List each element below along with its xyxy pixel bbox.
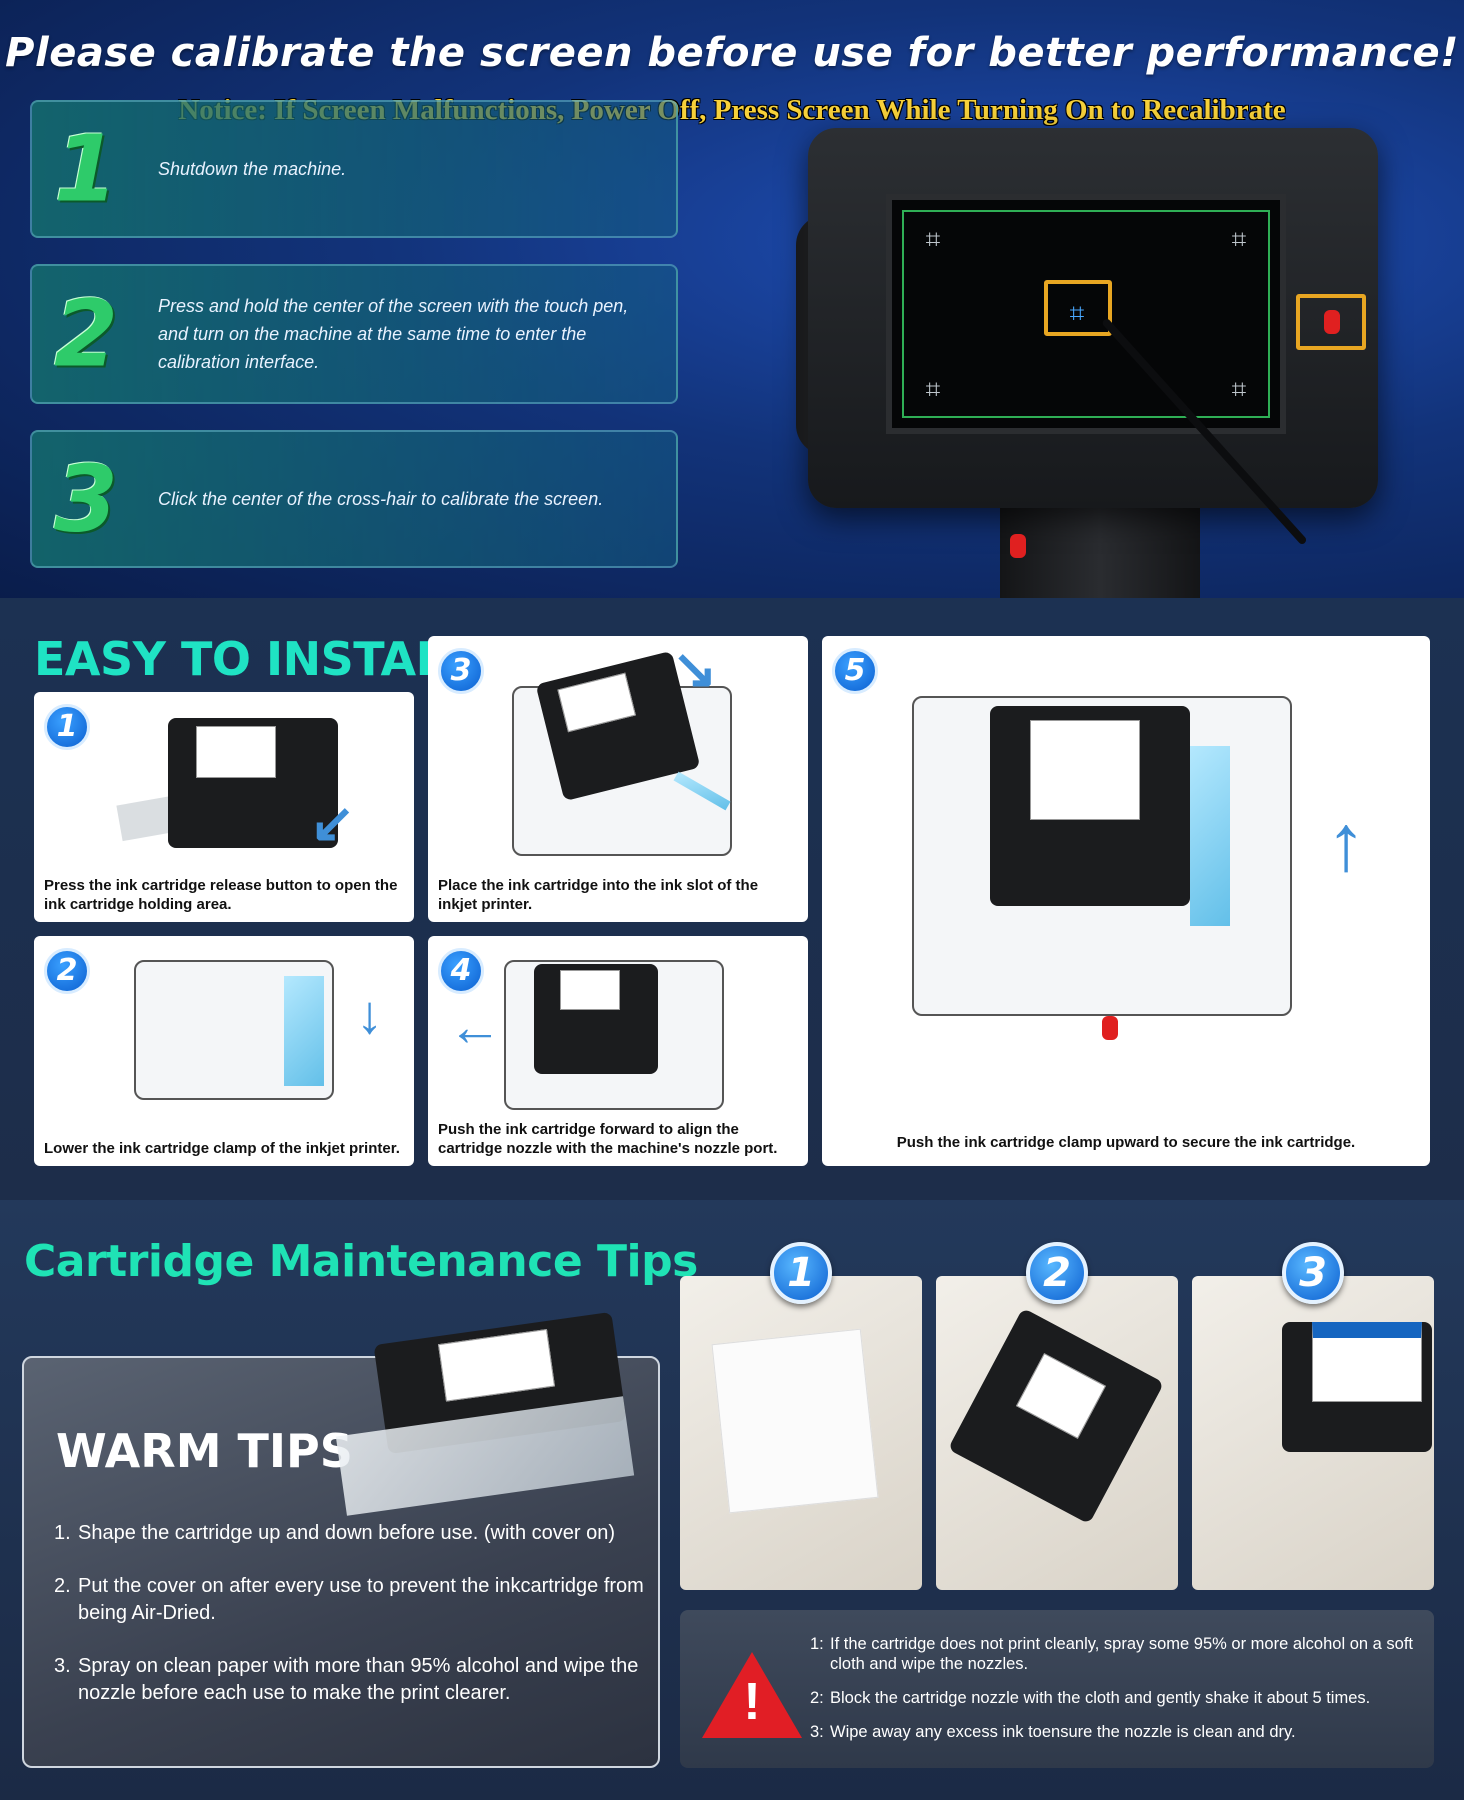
ink-cartridge: [534, 964, 658, 1074]
trigger-button[interactable]: [1010, 534, 1026, 558]
step-badge: 1: [44, 704, 90, 750]
install-step-3: 3 ↘ Place the ink cartridge into the ink…: [428, 636, 808, 922]
install-step-1: 1 ↙ Press the ink cartridge release butt…: [34, 692, 414, 922]
crosshair-icon: ⌗: [1231, 374, 1247, 404]
warm-tip-item: 3. Spray on clean paper with more than 9…: [54, 1653, 644, 1707]
warm-tip-text: Put the cover on after every use to prev…: [78, 1575, 644, 1624]
photo-badge: 1: [770, 1242, 832, 1304]
maintenance-section: Cartridge Maintenance Tips WARM TIPS 1. …: [0, 1200, 1464, 1800]
install-step-2: 2 ↓ Lower the ink cartridge clamp of the…: [34, 936, 414, 1166]
maintenance-photo-3: [1192, 1276, 1434, 1590]
step-caption: Lower the ink cartridge clamp of the ink…: [44, 1140, 400, 1157]
release-button: [1102, 1016, 1118, 1040]
calibration-step-3: 3 Click the center of the cross-hair to …: [30, 430, 678, 568]
warm-tips-list: 1. Shape the cartridge up and down befor…: [54, 1520, 644, 1733]
install-step-4: 4 ← Push the ink cartridge forward to al…: [428, 936, 808, 1166]
ink-cartridge: [1282, 1322, 1432, 1452]
arrow-icon: ↙: [310, 793, 356, 853]
cleaning-tips-box: ! 1: If the cartridge does not print cle…: [680, 1610, 1434, 1768]
warm-tip-item: 1. Shape the cartridge up and down befor…: [54, 1520, 644, 1547]
tip-number: 2:: [810, 1689, 824, 1707]
cartridge-label: [196, 726, 276, 778]
warm-tip-number: 3.: [54, 1655, 71, 1677]
step-caption: Press the ink cartridge release button t…: [44, 877, 398, 913]
step-number: 2: [54, 280, 119, 388]
center-highlight: [1044, 280, 1112, 336]
arrow-icon: ↑: [1326, 798, 1366, 887]
warm-tip-number: 1.: [54, 1522, 71, 1544]
calibration-section: Please calibrate the screen before use f…: [0, 0, 1464, 598]
photo-badge: 3: [1282, 1242, 1344, 1304]
cartridge-clamp: [284, 976, 324, 1086]
step-badge: 2: [44, 948, 90, 994]
printer-device: ⌗ ⌗ ⌗ ⌗ ⌗: [808, 128, 1378, 508]
cartridge-clamp: [1190, 746, 1230, 926]
cartridge-label: [1030, 720, 1140, 820]
tip-text: If the cartridge does not print cleanly,…: [830, 1635, 1413, 1673]
tip-text: Wipe away any excess ink toensure the no…: [830, 1723, 1296, 1741]
maintenance-photo-2: [936, 1276, 1178, 1590]
install-title: EASY TO INSTALL: [34, 632, 474, 686]
cartridge-label: [557, 672, 636, 733]
tip-number: 1:: [810, 1635, 824, 1653]
warm-tip-number: 2.: [54, 1575, 71, 1597]
ink-cartridge: [168, 718, 338, 848]
cleaning-tip-item: 3: Wipe away any excess ink toensure the…: [810, 1722, 1420, 1742]
center-crosshair-icon[interactable]: ⌗: [1069, 298, 1085, 328]
maintenance-photo-1: [680, 1276, 922, 1590]
warm-tip-text: Shape the cartridge up and down before u…: [78, 1522, 615, 1544]
cleaning-tip-item: 1: If the cartridge does not print clean…: [810, 1634, 1420, 1674]
tip-text: Block the cartridge nozzle with the clot…: [830, 1689, 1371, 1707]
install-step-5: 5 ↑ Push the ink cartridge clamp upward …: [822, 636, 1430, 1166]
maintenance-title: Cartridge Maintenance Tips: [24, 1236, 698, 1287]
cleaning-tips-list: 1: If the cartridge does not print clean…: [810, 1634, 1420, 1756]
step-badge: 5: [832, 648, 878, 694]
arrow-icon: ↓: [356, 985, 383, 1045]
warning-icon: [702, 1652, 802, 1738]
step-text: Shutdown the machine.: [158, 159, 347, 179]
step-caption: Push the ink cartridge clamp upward to s…: [896, 1134, 1356, 1151]
arrow-icon: ↘: [672, 639, 718, 699]
step-text: Click the center of the cross-hair to ca…: [158, 489, 604, 509]
printer-screen: ⌗ ⌗ ⌗ ⌗ ⌗: [886, 194, 1286, 434]
printer-grip: [1000, 500, 1200, 598]
warm-tips-title: WARM TIPS: [56, 1424, 353, 1478]
cloth-image: [711, 1328, 879, 1514]
step-caption: Push the ink cartridge forward to align …: [438, 1121, 778, 1157]
warm-tip-text: Spray on clean paper with more than 95% …: [78, 1655, 639, 1704]
calibration-title: Please calibrate the screen before use f…: [5, 30, 1459, 76]
step-caption: Place the ink cartridge into the ink slo…: [438, 877, 759, 913]
tip-number: 3:: [810, 1723, 824, 1741]
arrow-icon: ←: [448, 997, 502, 1057]
cartridge-label: [1312, 1322, 1422, 1402]
step-number: 3: [54, 445, 119, 553]
cartridge-label: [1015, 1353, 1106, 1439]
install-section: EASY TO INSTALL 1 ↙ Press the ink cartri…: [0, 598, 1464, 1200]
cartridge-label: [560, 970, 620, 1010]
warning-exclamation: !: [743, 1673, 761, 1731]
step-badge: 3: [438, 648, 484, 694]
cartridge-label: [438, 1328, 556, 1402]
crosshair-icon: ⌗: [925, 374, 941, 404]
step-number: 1: [54, 115, 119, 223]
power-button-highlight: [1296, 294, 1366, 350]
calibration-step-2: 2 Press and hold the center of the scree…: [30, 264, 678, 404]
power-button[interactable]: [1324, 310, 1340, 334]
calibration-step-1: 1 Shutdown the machine.: [30, 100, 678, 238]
step-text: Press and hold the center of the screen …: [158, 296, 629, 372]
ink-cartridge: [990, 706, 1190, 906]
photo-badge: 2: [1026, 1242, 1088, 1304]
ink-cartridge: [947, 1307, 1165, 1525]
warm-tips-box: WARM TIPS 1. Shape the cartridge up and …: [22, 1356, 660, 1768]
calibration-frame: ⌗ ⌗ ⌗ ⌗ ⌗: [902, 210, 1270, 418]
crosshair-icon: ⌗: [925, 224, 941, 254]
crosshair-icon: ⌗: [1231, 224, 1247, 254]
cleaning-tip-item: 2: Block the cartridge nozzle with the c…: [810, 1688, 1420, 1708]
warm-tip-item: 2. Put the cover on after every use to p…: [54, 1573, 644, 1627]
step-badge: 4: [438, 948, 484, 994]
